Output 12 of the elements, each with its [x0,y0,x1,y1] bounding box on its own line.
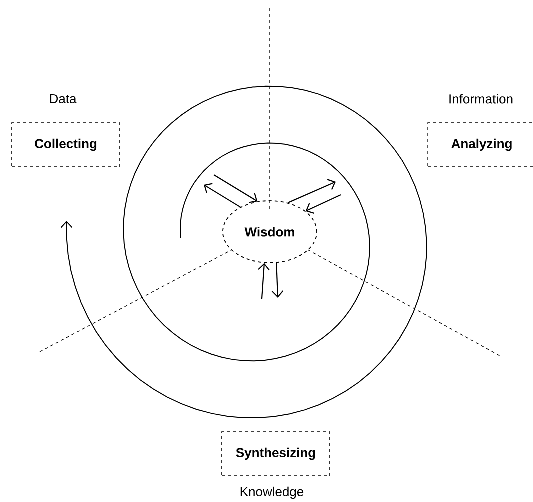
arrow [214,174,258,204]
stage-label: Data [50,94,77,104]
arrow [258,263,270,300]
dashed-box: Synthesizing [222,432,330,476]
stage-label: Knowledge [240,486,304,500]
arrow [288,179,336,204]
arrow [272,263,284,298]
stage-label: Information [450,94,513,104]
arrow [204,183,241,208]
arrow [306,194,342,214]
dashed-box: Collecting [12,122,120,168]
dashed-box: Analyzing [428,122,533,168]
